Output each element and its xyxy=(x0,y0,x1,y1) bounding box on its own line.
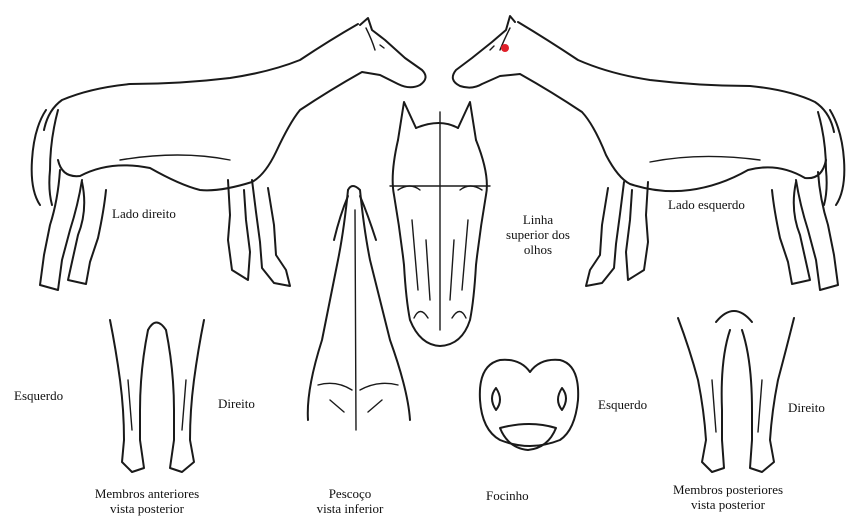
linha-line-1: Linha xyxy=(492,212,584,227)
hind-caption-line-1: Membros posteriores xyxy=(638,482,818,497)
horse-right-side xyxy=(32,18,426,290)
hind-caption-line-2: vista posterior xyxy=(638,497,818,512)
horse-head-front xyxy=(390,102,490,346)
front-caption-line-2: vista posterior xyxy=(62,501,232,516)
label-lado-direito: Lado direito xyxy=(112,206,176,221)
horse-neck-ventral xyxy=(308,186,410,430)
linha-line-3: olhos xyxy=(492,242,584,257)
caption-front-legs: Membros anteriores vista posterior xyxy=(62,486,232,516)
horse-muzzle xyxy=(480,360,578,450)
label-linha-superior-olhos: Linha superior dos olhos xyxy=(492,212,584,257)
neck-caption-line-2: vista inferior xyxy=(290,501,410,516)
front-caption-line-1: Membros anteriores xyxy=(62,486,232,501)
label-front-direito: Direito xyxy=(218,396,255,411)
label-front-esquerdo: Esquerdo xyxy=(14,388,63,403)
label-lado-esquerdo: Lado esquerdo xyxy=(668,197,745,212)
front-legs-posterior xyxy=(110,320,204,472)
linha-line-2: superior dos xyxy=(492,227,584,242)
marker-dot xyxy=(501,44,509,52)
caption-hind-legs: Membros posteriores vista posterior xyxy=(638,482,818,512)
hind-legs-posterior xyxy=(678,311,794,472)
caption-muzzle: Focinho xyxy=(486,488,529,503)
label-hind-direito: Direito xyxy=(788,400,825,415)
caption-neck: Pescoço vista inferior xyxy=(290,486,410,516)
neck-caption-line-1: Pescoço xyxy=(290,486,410,501)
label-hind-esquerdo: Esquerdo xyxy=(598,397,647,412)
